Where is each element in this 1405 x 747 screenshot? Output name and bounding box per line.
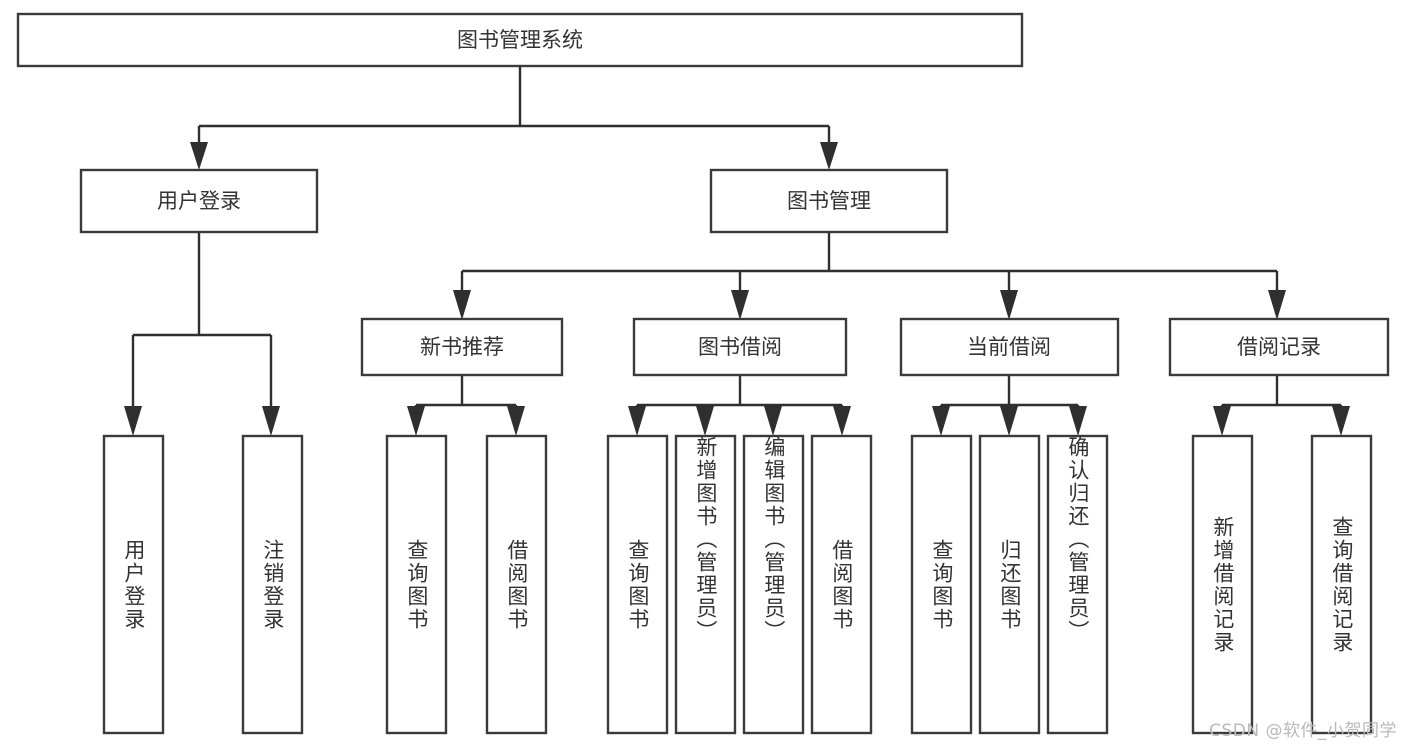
node-label: 借阅记录 bbox=[1237, 335, 1321, 359]
connector-group-borrowrecord bbox=[1213, 375, 1350, 436]
arrow-head-icon bbox=[1268, 290, 1286, 320]
arrow-head-icon bbox=[731, 290, 749, 320]
arrow-head-icon bbox=[407, 406, 425, 436]
arrow-head-icon bbox=[764, 406, 782, 436]
connector-group-newbook bbox=[407, 375, 525, 436]
node-box-leaf-user-login[interactable] bbox=[102, 434, 165, 735]
arrow-head-icon bbox=[262, 406, 280, 436]
node-new-book-recommend[interactable]: 新书推荐 bbox=[360, 317, 564, 377]
watermark-text: CSDN @软件_小贺同学 bbox=[1209, 721, 1397, 741]
node-box-leaf-query-borrow-record[interactable] bbox=[1310, 434, 1373, 735]
arrow-head-icon bbox=[820, 142, 838, 170]
node-box-leaf-add-book-admin[interactable] bbox=[674, 434, 737, 735]
node-borrow-record[interactable]: 借阅记录 bbox=[1168, 317, 1390, 377]
node-box-leaf-borrow-book-2[interactable] bbox=[810, 434, 873, 735]
node-book-management[interactable]: 图书管理 bbox=[709, 168, 949, 234]
connector-group-root bbox=[190, 66, 838, 170]
connector-group-userlogin bbox=[124, 232, 280, 436]
arrow-head-icon bbox=[190, 142, 208, 170]
node-label: 图书借阅 bbox=[698, 335, 782, 359]
node-box[interactable] bbox=[360, 317, 564, 377]
node-root-book-management-system[interactable]: 图书管理系统 bbox=[16, 12, 1024, 68]
node-box-leaf-edit-book-admin[interactable] bbox=[742, 434, 805, 735]
node-box-leaf-logout[interactable] bbox=[241, 434, 304, 735]
connector-group-currentborrow bbox=[932, 375, 1087, 436]
arrow-head-icon bbox=[1000, 406, 1018, 436]
connector-group-bookmgmt bbox=[453, 232, 1286, 320]
node-label: 当前借阅 bbox=[967, 335, 1051, 359]
arrow-head-icon bbox=[932, 406, 950, 436]
node-box[interactable] bbox=[16, 12, 1024, 68]
node-box[interactable] bbox=[79, 168, 319, 234]
node-box-leaf-borrow-book-1[interactable] bbox=[485, 434, 548, 735]
arrow-head-icon bbox=[696, 406, 714, 436]
node-box[interactable] bbox=[709, 168, 949, 234]
node-book-borrow[interactable]: 图书借阅 bbox=[632, 317, 848, 377]
node-user-login[interactable]: 用户登录 bbox=[79, 168, 319, 234]
node-label: 图书管理系统 bbox=[457, 28, 583, 52]
arrow-head-icon bbox=[1213, 406, 1231, 436]
node-label: 新书推荐 bbox=[420, 335, 504, 359]
node-box-leaf-add-borrow-record[interactable] bbox=[1191, 434, 1254, 735]
node-box-leaf-query-book-3[interactable] bbox=[910, 434, 973, 735]
node-box[interactable] bbox=[1168, 317, 1390, 377]
node-box[interactable] bbox=[632, 317, 848, 377]
arrow-head-icon bbox=[628, 406, 646, 436]
node-box-leaf-query-book-1[interactable] bbox=[385, 434, 448, 735]
node-box-leaf-confirm-return-admin[interactable] bbox=[1046, 434, 1109, 735]
arrow-head-icon bbox=[124, 406, 142, 436]
connector-group-bookborrow bbox=[628, 375, 851, 436]
node-box-leaf-query-book-2[interactable] bbox=[606, 434, 669, 735]
node-current-borrow[interactable]: 当前借阅 bbox=[899, 317, 1120, 377]
node-box[interactable] bbox=[899, 317, 1120, 377]
arrow-head-icon bbox=[1000, 290, 1018, 320]
arrow-head-icon bbox=[833, 406, 851, 436]
node-label: 图书管理 bbox=[787, 189, 871, 213]
arrow-head-icon bbox=[453, 290, 471, 320]
node-box-leaf-return-book[interactable] bbox=[978, 434, 1041, 735]
arrow-head-icon bbox=[507, 406, 525, 436]
arrow-head-icon bbox=[1069, 406, 1087, 436]
arrow-head-icon bbox=[1332, 406, 1350, 436]
node-label: 用户登录 bbox=[157, 189, 241, 213]
